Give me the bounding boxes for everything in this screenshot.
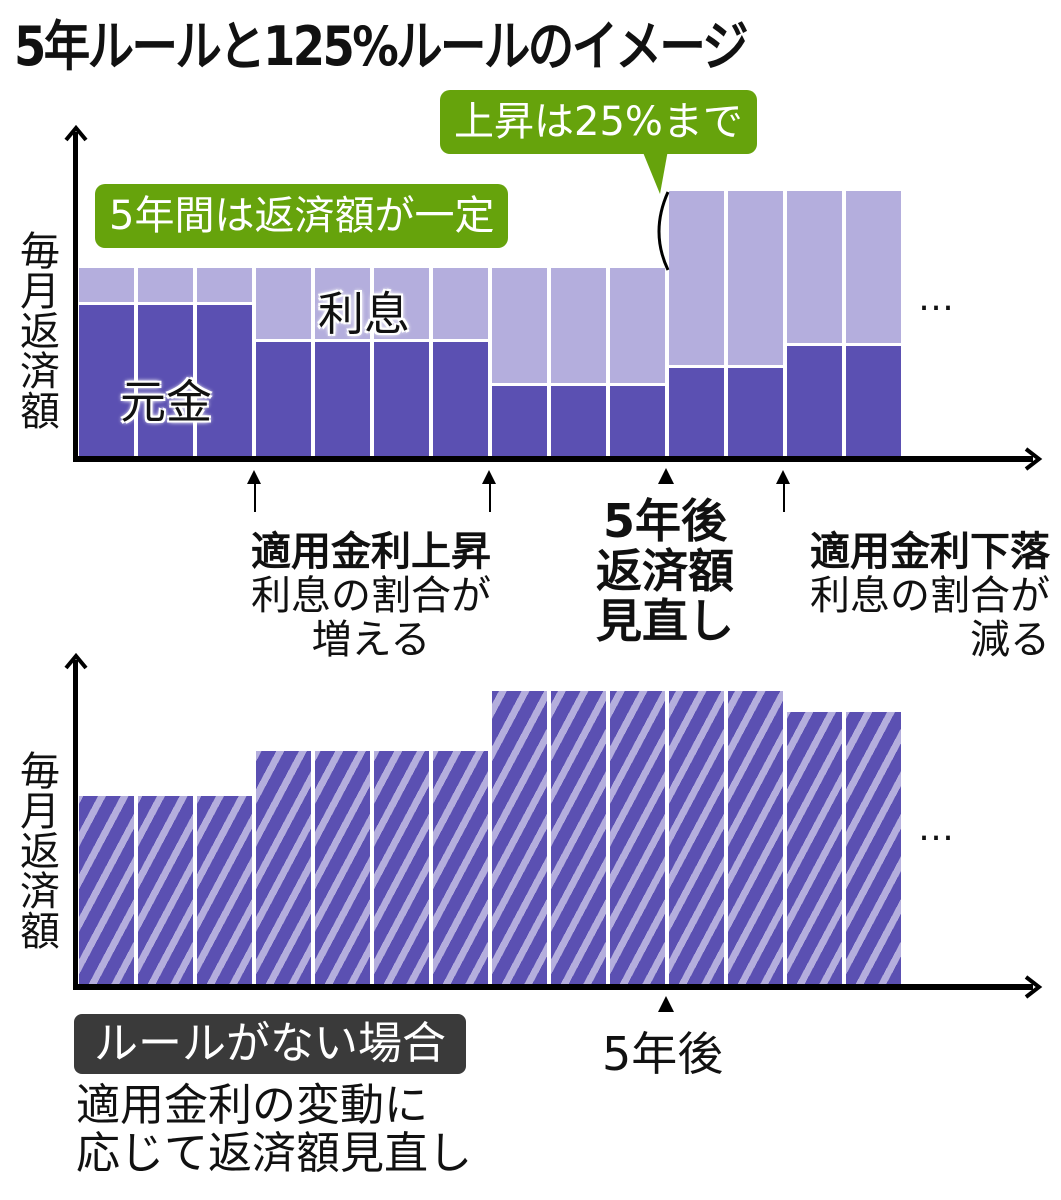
bottom-y-axis [73, 660, 78, 990]
interest-segment [315, 268, 370, 339]
bottom-ellipsis: … [918, 808, 960, 849]
bottom-bar [492, 691, 547, 984]
interest-segment [669, 191, 724, 365]
label-principal: 元金 [120, 375, 212, 429]
principal-segment [197, 305, 252, 456]
interest-segment [846, 191, 901, 343]
top-bar [846, 191, 901, 456]
interest-segment [728, 191, 783, 365]
bottom-bar [728, 691, 783, 984]
interest-segment [374, 268, 429, 339]
top-bar [315, 268, 370, 456]
arrow-up-icon [247, 470, 261, 484]
top-bar [610, 268, 665, 456]
bottom-bar [79, 796, 134, 984]
interest-segment [138, 268, 193, 302]
top-ellipsis: … [918, 278, 960, 319]
callout-pointer-and-bracket-icon [642, 150, 670, 271]
bottom-x-axis-arrow-icon [1024, 975, 1043, 999]
interest-segment [492, 268, 547, 383]
top-y-axis-label: 毎月返済額 [13, 230, 59, 430]
top-bar [256, 268, 311, 456]
bottom-bar [197, 796, 252, 984]
principal-segment [433, 342, 488, 456]
figure-title: 5年ルールと125%ルールのイメージ [14, 15, 749, 78]
interest-segment [787, 191, 842, 343]
annotation-rate-fall: 適用金利下落 利息の割合が 減る [810, 529, 1050, 663]
interest-segment [79, 268, 134, 302]
principal-segment [79, 305, 134, 456]
principal-segment [256, 342, 311, 456]
top-bar [79, 268, 134, 456]
bottom-bar [138, 796, 193, 984]
triangle-marker-5years-icon [658, 996, 674, 1012]
principal-segment [315, 342, 370, 456]
annotation-rate-rise: 適用金利上昇 利息の割合が 増える [251, 529, 491, 663]
tag-no-rule: ルールがない場合 [74, 1014, 466, 1074]
interest-segment [197, 268, 252, 302]
bottom-bar [315, 751, 370, 984]
bottom-bars [79, 0, 909, 984]
bottom-y-axis-label: 毎月返済額 [13, 750, 59, 950]
principal-segment [787, 346, 842, 456]
bottom-bar [433, 751, 488, 984]
bottom-x-axis [73, 984, 1033, 990]
bottom-bar [787, 712, 842, 984]
top-bars [79, 0, 909, 456]
interest-segment [610, 268, 665, 383]
bottom-bar [669, 691, 724, 984]
tag-constant-5-years: 5年間は返済額が一定 [95, 184, 509, 248]
interest-segment [433, 268, 488, 339]
marker-5-years-label: 5年後 [602, 1027, 724, 1081]
principal-segment [728, 368, 783, 456]
principal-segment [138, 305, 193, 456]
top-bar [197, 268, 252, 456]
top-x-axis [73, 456, 1033, 462]
tag-cap-25-percent: 上昇は25%まで [440, 90, 757, 154]
top-bar [728, 191, 783, 456]
note-no-rule: 適用金利の変動に 応じて返済額見直し [76, 1080, 472, 1179]
principal-segment [846, 346, 901, 456]
top-bar [787, 191, 842, 456]
top-y-axis-arrow-icon [64, 124, 88, 142]
top-bar [492, 268, 547, 456]
arrow-rate-rise-2 [489, 476, 491, 512]
principal-segment [374, 342, 429, 456]
bottom-bar [610, 691, 665, 984]
arrow-up-icon [482, 470, 496, 484]
principal-segment [551, 386, 606, 456]
interest-segment [256, 268, 311, 339]
principal-segment [669, 368, 724, 456]
arrow-rate-fall [783, 476, 785, 512]
bottom-bar [374, 751, 429, 984]
triangle-marker-5years-icon [658, 468, 674, 484]
label-interest: 利息 [318, 287, 410, 341]
principal-segment [610, 386, 665, 456]
top-x-axis-arrow-icon [1024, 447, 1043, 471]
top-bar [433, 268, 488, 456]
interest-segment [551, 268, 606, 383]
bottom-bar [256, 751, 311, 984]
bottom-y-axis-arrow-icon [64, 652, 88, 670]
bottom-bar [846, 712, 901, 984]
top-bar [551, 268, 606, 456]
annotation-5-year-review: 5年後 返済額 見直し [596, 494, 734, 648]
top-bar [669, 191, 724, 456]
top-y-axis [73, 132, 78, 462]
top-bar [138, 268, 193, 456]
top-bar [374, 268, 429, 456]
arrow-rate-rise-1 [254, 476, 256, 512]
principal-segment [492, 386, 547, 456]
arrow-up-icon [776, 470, 790, 484]
bottom-bar [551, 691, 606, 984]
